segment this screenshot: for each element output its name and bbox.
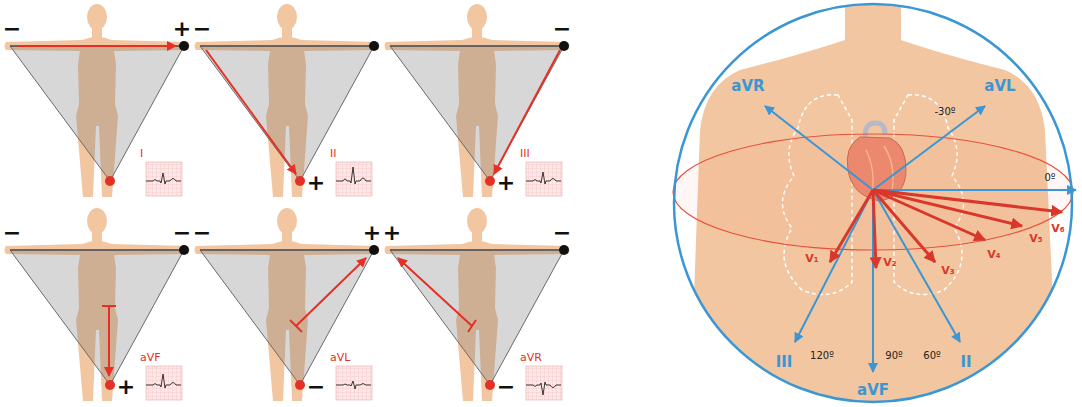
ecg-trace (336, 381, 371, 389)
lead-label: aVF (140, 352, 161, 363)
angle-label: 60º (923, 351, 940, 361)
body-figure (5, 208, 190, 401)
ecg-thumbnail (336, 366, 372, 400)
frontal-plane-circle (674, 4, 1072, 402)
body-figure (195, 4, 380, 197)
precordial-arrow (873, 190, 876, 268)
polarity-sign: + (117, 376, 135, 398)
ecg-thumbnail (526, 162, 562, 196)
ecg-trace (146, 173, 181, 184)
polarity-sign: − (193, 18, 211, 40)
lead-vector (206, 50, 296, 174)
polarity-sign: − (497, 376, 515, 398)
polarity-sign: − (553, 222, 571, 244)
polarity-sign: − (193, 222, 211, 244)
polarity-sign: − (3, 222, 21, 244)
polarity-sign: + (363, 222, 381, 244)
axis-label: aVR (731, 79, 764, 94)
axis-label: III (776, 355, 793, 370)
precordial-label: V₃ (941, 265, 954, 276)
angle-label: 90º (885, 351, 902, 361)
polarity-sign: − (173, 222, 191, 244)
body-figure (385, 208, 570, 401)
precordial-label: V₁ (805, 253, 818, 264)
polarity-sign: − (3, 18, 21, 40)
body-figure (385, 4, 570, 197)
precordial-label: V₅ (1029, 233, 1042, 244)
ecg-thumbnail (146, 366, 182, 400)
body-figure (5, 4, 190, 197)
lead-label: aVL (330, 352, 350, 363)
lead-vector (296, 258, 366, 326)
lead-label: I (140, 148, 143, 159)
lead-panel (5, 208, 190, 401)
lead-label: aVR (520, 352, 542, 363)
axis-line (765, 106, 873, 190)
polarity-sign: + (173, 18, 191, 40)
polarity-sign: + (497, 172, 515, 194)
lead-label: III (520, 148, 530, 159)
axis-label: II (960, 355, 971, 370)
ecg-thumbnail (526, 366, 562, 400)
angle-label: 120º (810, 351, 834, 361)
polarity-sign: − (307, 376, 325, 398)
precordial-label: V₂ (883, 257, 896, 268)
lead-label: II (330, 148, 337, 159)
precordial-vectors (830, 190, 1062, 268)
polarity-sign: + (383, 222, 401, 244)
angle-label: -30º (934, 107, 955, 117)
axis-line (873, 106, 985, 190)
limb-lead-axes (765, 106, 1076, 372)
lead-panel (385, 4, 570, 197)
angle-label: 0º (1044, 173, 1055, 183)
precordial-label: V₆ (1051, 223, 1064, 234)
ecg-thumbnail (336, 162, 372, 196)
precordial-arrow (873, 190, 1022, 226)
axis-line (795, 190, 873, 342)
ecg-thumbnail (146, 162, 182, 196)
ecg-trace (526, 172, 561, 184)
axis-label: aVL (984, 79, 1015, 94)
polarity-sign: + (307, 172, 325, 194)
lead-vector (108, 306, 110, 376)
precordial-label: V₄ (987, 249, 1000, 260)
polarity-sign: − (553, 18, 571, 40)
lead-panel (195, 4, 380, 197)
lead-vector (494, 50, 560, 174)
axis-label: aVF (857, 383, 889, 398)
lead-panel (5, 4, 190, 197)
body-figure (195, 208, 380, 401)
lead-vector (398, 258, 472, 326)
ecg-trace (336, 167, 371, 184)
lead-panel (385, 208, 570, 401)
precordial-arrow (873, 190, 1062, 212)
lead-panel (195, 208, 380, 401)
axis-line (873, 190, 960, 342)
precordial-arrow (830, 190, 873, 262)
lead-vector (18, 45, 176, 47)
precordial-arrow (873, 190, 935, 262)
ecg-trace (146, 374, 181, 388)
ecg-trace (526, 382, 561, 395)
axis-line (873, 189, 1076, 191)
